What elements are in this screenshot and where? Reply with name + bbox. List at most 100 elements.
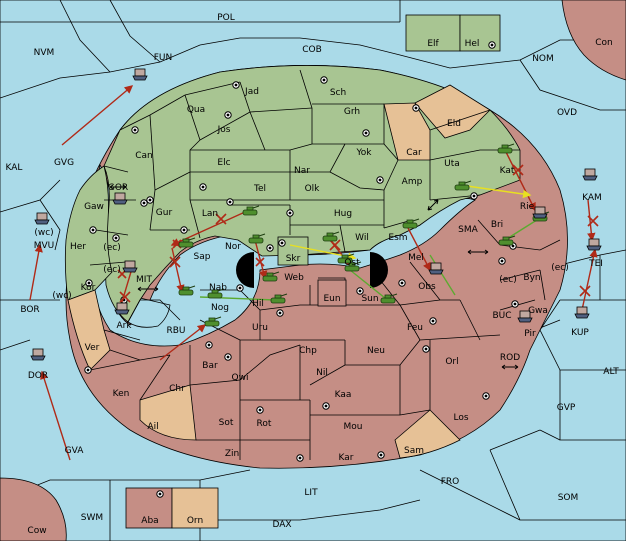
province-label-olk: Olk [305,184,321,194]
province-aba[interactable] [125,487,173,529]
province-ail[interactable] [139,384,197,441]
fleet-icon[interactable] [532,206,548,219]
supply-center-dot [378,178,382,182]
province-label-hug: Hug [334,209,352,219]
fleet-icon[interactable] [30,348,46,361]
orders [29,85,599,461]
province-con[interactable] [561,0,626,81]
supply-center-dot [511,244,515,248]
army-icon[interactable] [380,293,398,304]
fleet-icon[interactable] [122,260,138,273]
province-ver[interactable] [67,289,111,371]
province-label-chp: Chp [299,346,317,356]
supply-center-dot [226,355,230,359]
order-arrow [504,149,536,212]
army-icon[interactable] [204,316,222,327]
supply-center-dot [268,246,272,250]
sea-label: Hel [465,39,480,49]
province-eld[interactable] [414,84,491,139]
province-label-hil: Hil [252,299,264,309]
fleet-icon[interactable] [428,262,444,275]
army-icon[interactable] [344,261,362,272]
province-label-nab: Nab [209,283,227,293]
order-arrow [254,239,268,280]
order-arrow [171,247,185,294]
province-cow[interactable] [0,477,67,541]
sea-label: GOR [108,183,128,193]
fleet-icon[interactable] [574,306,590,319]
province-orn[interactable] [171,487,219,529]
supply-center-dot [133,128,137,132]
province-label-sap: Sap [194,252,211,262]
province-label-wil: Wil [355,233,369,243]
province-label-web: Web [284,273,304,283]
fleet-icon[interactable] [114,302,130,315]
army-icon[interactable] [207,288,225,299]
province-label-her: Her [70,242,86,252]
red-province-boundaries [89,219,561,460]
province-label-grh: Grh [344,107,360,117]
hold-support-line [429,254,456,296]
army-icon[interactable] [270,293,288,304]
supply-center-dot [142,201,146,205]
province-label-kor: Kor [81,283,96,293]
province-label-bri: Bri [491,220,503,230]
province-label-nor: Nor [225,242,241,252]
province-label-ark: Ark [116,321,132,331]
sea-label: (wc) [52,291,71,301]
army-icon[interactable] [248,233,266,244]
fleet-icon[interactable] [582,168,598,181]
province-eun[interactable] [317,279,347,307]
army-icon[interactable] [322,231,340,242]
army-icon[interactable] [498,235,516,246]
province-label-can: Can [135,151,153,161]
province-label-eld: Eld [447,119,461,129]
province-label-jad: Jad [244,87,259,97]
army-icon[interactable] [262,271,280,282]
province-label-chr: Chr [169,384,185,394]
supply-center-dot [379,453,383,457]
army-icon[interactable] [337,253,355,264]
army-icon[interactable] [178,285,196,296]
canal-marker-east [370,252,388,288]
sea-label: ALT [603,367,619,377]
supply-centers [84,41,519,498]
army-icon[interactable] [454,180,472,191]
province-skr[interactable] [277,236,309,266]
supply-center-dot [298,456,302,460]
sea-label: SMA [458,225,478,235]
supply-center-dot [490,43,494,47]
supply-center-dot [207,343,211,347]
hold-support-line [504,217,541,241]
province-label-neu: Neu [367,346,385,356]
province-label-gaw: Gaw [84,202,104,212]
province-label-tel: Tel [253,184,266,194]
supply-center-dot [114,236,118,240]
army-icon[interactable] [242,205,260,216]
sea-label: NVM [34,48,55,58]
army-icon[interactable] [402,218,420,229]
sea-label: DAX [272,520,291,530]
fleet-icon[interactable] [112,192,128,205]
region-west [64,165,113,301]
fleet-icon[interactable] [586,238,602,251]
supply-center-dot [278,311,282,315]
sea-label: SWM [81,513,103,523]
order-arrow [587,199,596,242]
sea-label: COB [302,45,322,55]
province-car[interactable] [383,102,431,161]
province-label-byn: Byn [523,273,540,283]
supply-center-dot [201,185,205,189]
fleet-icon[interactable] [132,68,148,81]
province-elf[interactable] [405,14,461,52]
province-sam[interactable] [394,409,461,459]
sea-label: Cow [27,526,46,536]
army-icon[interactable] [178,237,196,248]
order-arrow [61,85,134,146]
supply-center-dot [500,259,504,263]
fleet-icon[interactable] [34,212,50,225]
army-icon[interactable] [497,143,515,154]
fleet-icon[interactable] [517,310,533,323]
